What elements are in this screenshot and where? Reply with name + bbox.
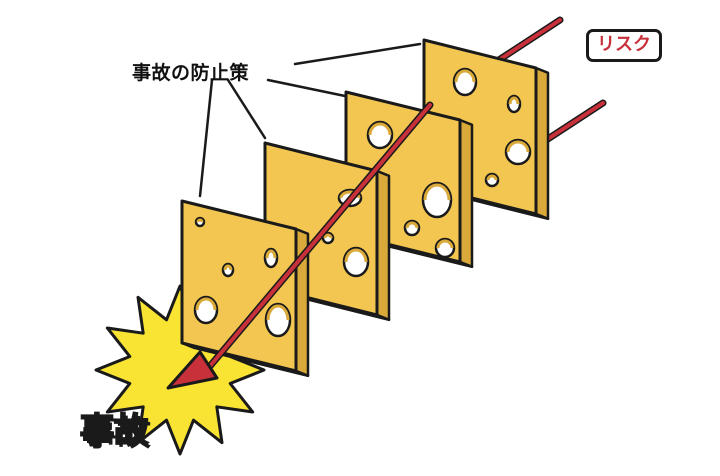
- arrows-front: [166, 101, 434, 390]
- hole-shadow: [405, 221, 419, 229]
- risk-arrow-passing: [203, 103, 432, 374]
- slice-4: [180, 199, 310, 378]
- leader-line-1: [293, 42, 422, 66]
- risk-arrow-head: [166, 350, 219, 390]
- cheese-slices: [180, 38, 550, 378]
- hole-shadow: [266, 304, 290, 321]
- slice-side: [458, 118, 474, 269]
- cheese-hole: [366, 120, 394, 150]
- cheese-hole: [504, 138, 532, 166]
- hole-shadow: [323, 233, 333, 239]
- hole-shadow: [454, 69, 476, 83]
- slice-side: [375, 169, 391, 322]
- slice-2: [344, 90, 474, 269]
- prevention-measures-label: 事故の防止策: [132, 62, 250, 84]
- hole-shadow: [486, 174, 498, 181]
- cheese-hole: [264, 302, 292, 338]
- leader-line-4: [198, 78, 214, 198]
- slice-side: [534, 66, 550, 221]
- hole-shadow: [195, 297, 217, 311]
- hole-shadow: [368, 122, 392, 136]
- cheese-hole: [342, 246, 370, 278]
- hole-shadow: [436, 239, 454, 249]
- accident-label: 事故: [79, 410, 149, 452]
- hole-shadow: [265, 249, 277, 259]
- hole-shadow: [196, 218, 204, 223]
- hole-shadow: [508, 96, 520, 105]
- hole-shadow: [506, 140, 530, 153]
- hole-shadow: [223, 264, 233, 271]
- risk-label: リスク: [586, 29, 662, 62]
- hole-shadow: [339, 190, 361, 199]
- hole-shadow: [344, 248, 368, 263]
- leader-lines: [198, 42, 422, 198]
- hole-shadow: [423, 183, 451, 201]
- cheese-hole: [421, 181, 453, 219]
- leader-line-2: [266, 78, 347, 98]
- leader-line-3: [226, 78, 267, 140]
